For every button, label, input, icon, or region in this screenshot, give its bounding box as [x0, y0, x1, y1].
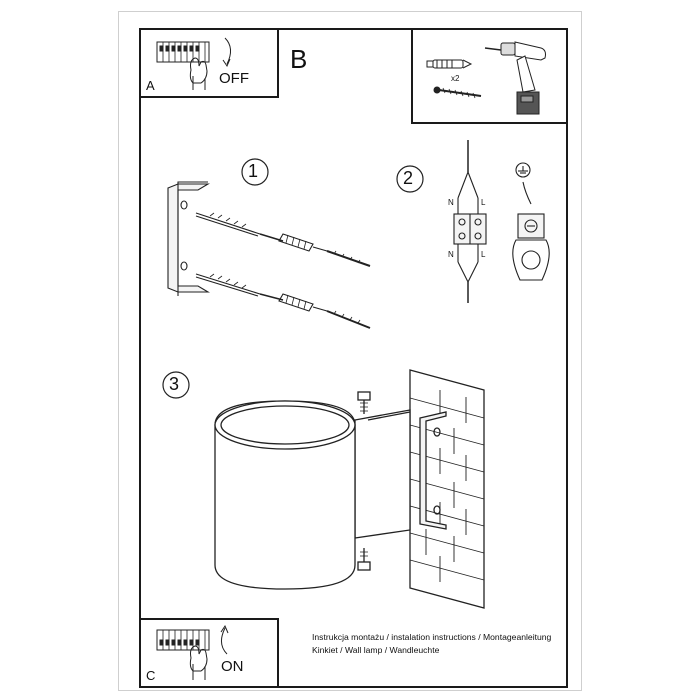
screw-icon: [433, 86, 482, 99]
instruction-sheet: [118, 11, 582, 691]
step-3-number: 3: [169, 374, 180, 394]
panel-a-off-label: OFF: [219, 70, 249, 87]
caption: Instrukcja montażu / instalation instruc…: [312, 631, 551, 657]
caption-line-1: Instrukcja montażu / instalation instruc…: [312, 632, 552, 642]
neutral-label-top: N: [448, 198, 454, 207]
instruction-frame: [139, 28, 568, 688]
step-1-number: 1: [248, 161, 259, 181]
panel-a-power-off: A OFF: [139, 28, 279, 98]
panel-tools: x2: [411, 28, 568, 124]
panel-c-power-on: C ON: [139, 618, 279, 688]
panel-c-letter: C: [146, 668, 156, 683]
panel-a-letter: A: [146, 78, 155, 93]
step-2-number: 2: [403, 168, 414, 188]
wall-plug-icon: [426, 59, 473, 69]
drill-icon: [484, 41, 546, 115]
fuse-box-on-illustration: [156, 624, 229, 680]
panel-b-letter: B: [290, 44, 308, 74]
screw-count-label: x2: [451, 74, 460, 83]
fuse-box-off-illustration: [156, 37, 231, 90]
live-label-bottom: L: [481, 250, 486, 259]
panel-c-on-label: ON: [221, 658, 244, 675]
tools-illustration: [426, 41, 546, 115]
live-label-top: L: [481, 198, 486, 207]
caption-line-2: Kinkiet / Wall lamp / Wandleuchte: [312, 645, 440, 655]
neutral-label-bottom: N: [448, 250, 454, 259]
